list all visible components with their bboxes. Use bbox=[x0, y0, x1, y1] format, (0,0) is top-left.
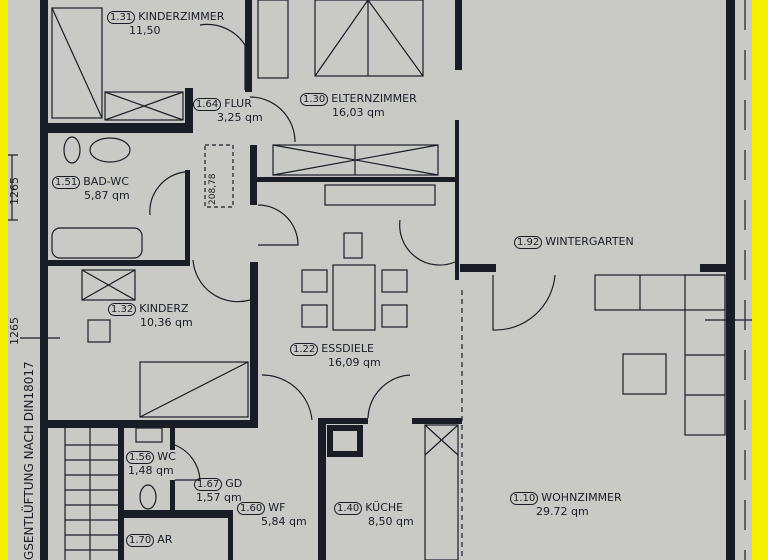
wall bbox=[252, 177, 457, 182]
wall bbox=[250, 145, 257, 205]
door-swing bbox=[199, 23, 246, 90]
wall bbox=[250, 262, 258, 422]
sink bbox=[89, 137, 131, 163]
wardrobe bbox=[104, 91, 184, 121]
toilet bbox=[63, 136, 81, 164]
wall bbox=[412, 418, 462, 424]
wall bbox=[185, 170, 190, 260]
wall-outer-right bbox=[726, 0, 735, 560]
dimension-right: 90 bbox=[724, 70, 737, 84]
wall bbox=[48, 260, 190, 266]
coffee-table bbox=[622, 353, 667, 395]
floor-plan bbox=[8, 0, 752, 560]
fixtures bbox=[8, 0, 752, 560]
stair-dimension: 208,78 bbox=[208, 173, 218, 206]
wc-sink bbox=[135, 427, 163, 443]
wall bbox=[170, 480, 175, 515]
stair-opening bbox=[204, 144, 234, 208]
wall bbox=[318, 418, 368, 424]
dimension-left-2: 1265 bbox=[8, 317, 21, 345]
kitchen-counter bbox=[424, 424, 459, 560]
bed-double bbox=[314, 0, 424, 77]
walls bbox=[40, 0, 735, 560]
wall bbox=[48, 123, 188, 133]
dimension-left-1: 1265 bbox=[8, 177, 21, 205]
bathtub bbox=[51, 227, 143, 259]
wall bbox=[318, 418, 326, 560]
bed bbox=[139, 361, 249, 418]
sideboard bbox=[324, 184, 436, 206]
sofa bbox=[594, 274, 726, 311]
wall bbox=[170, 425, 175, 450]
wall bbox=[460, 264, 496, 272]
wall-outer-left bbox=[40, 0, 48, 560]
toilet bbox=[139, 484, 157, 510]
wall bbox=[455, 120, 459, 280]
wall bbox=[228, 510, 233, 560]
bed bbox=[51, 7, 103, 119]
wall bbox=[245, 0, 252, 92]
wall bbox=[118, 425, 124, 560]
desk bbox=[87, 319, 111, 343]
wall bbox=[455, 0, 462, 70]
chimney bbox=[327, 425, 363, 457]
wall bbox=[700, 264, 735, 272]
wall bbox=[48, 420, 258, 428]
wall bbox=[185, 88, 193, 133]
side-note: GSENTLÜFTUNG NACH DIN18017 bbox=[22, 361, 36, 560]
dining-table bbox=[332, 264, 376, 331]
nightstand bbox=[257, 0, 289, 79]
stairs bbox=[64, 428, 118, 560]
chair bbox=[343, 232, 363, 259]
